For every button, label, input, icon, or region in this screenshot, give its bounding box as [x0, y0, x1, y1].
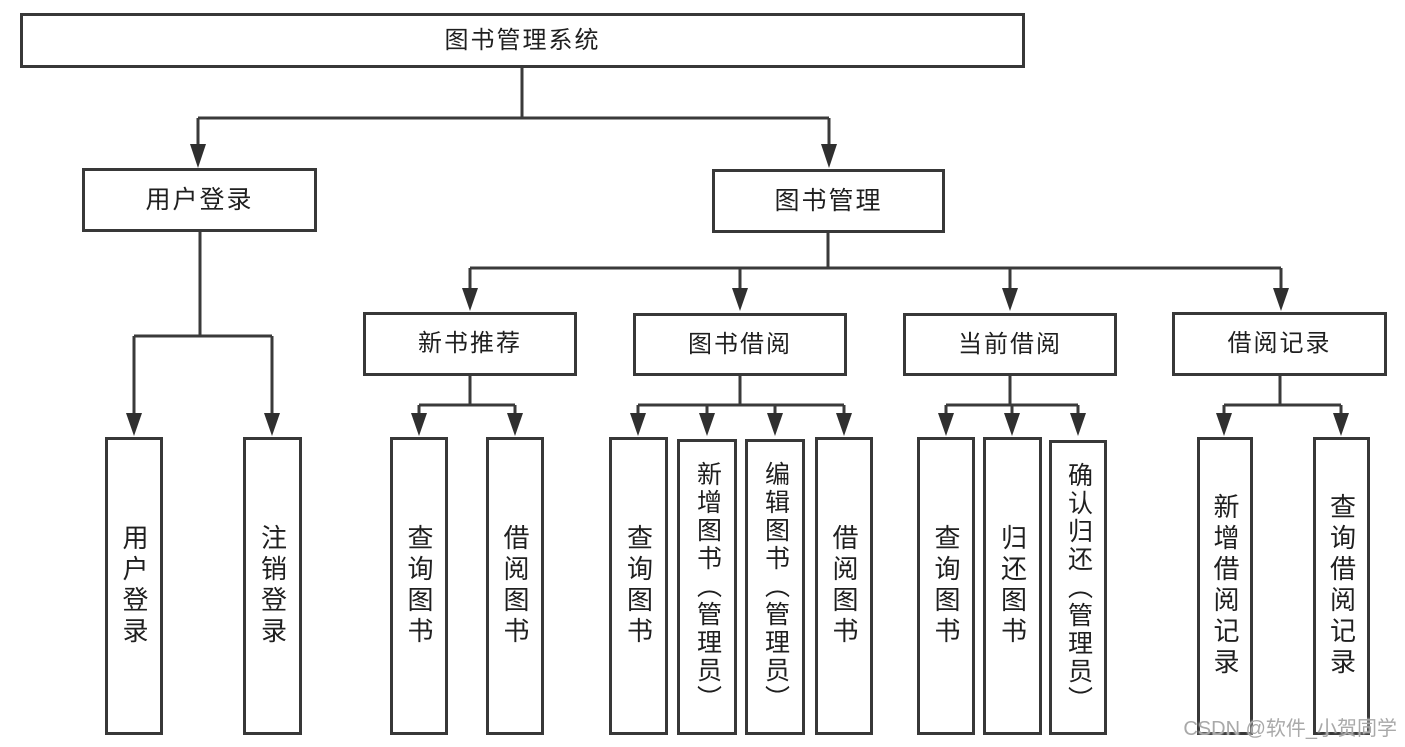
leaf-edit-books-admin: 编辑图书（管理员） [745, 439, 805, 735]
leaf-borrow-books-2-label: 借阅图书 [829, 524, 859, 648]
node-current-borrow: 当前借阅 [903, 313, 1117, 376]
leaf-user-login-label: 用户登录 [119, 524, 149, 648]
node-book-borrow-label: 图书借阅 [688, 330, 792, 358]
leaf-add-books-admin-label: 新增图书（管理员） [693, 461, 722, 713]
leaf-query-borrow-record: 查询借阅记录 [1313, 437, 1370, 735]
leaf-borrow-books-1: 借阅图书 [486, 437, 544, 735]
leaf-query-books-2-label: 查询图书 [623, 524, 654, 648]
leaf-query-books-3: 查询图书 [917, 437, 975, 735]
csdn-watermark: CSDN @软件_小贺同学 [1183, 718, 1397, 740]
node-current-borrow-label: 当前借阅 [958, 330, 1062, 358]
node-library-system: 图书管理系统 [20, 13, 1025, 68]
leaf-user-login: 用户登录 [105, 437, 163, 735]
node-user-login-label: 用户登录 [145, 185, 254, 214]
node-borrow-records-label: 借阅记录 [1227, 330, 1332, 357]
leaf-borrow-books-1-label: 借阅图书 [500, 524, 530, 648]
node-book-management: 图书管理 [712, 169, 945, 233]
leaf-edit-books-admin-label: 编辑图书（管理员） [761, 461, 790, 713]
node-library-system-label: 图书管理系统 [444, 26, 601, 54]
node-book-borrow: 图书借阅 [633, 313, 847, 376]
leaf-return-books-label: 归还图书 [997, 524, 1028, 648]
leaf-confirm-return-admin: 确认归还（管理员） [1049, 440, 1107, 735]
leaf-query-books-1-label: 查询图书 [404, 524, 434, 648]
node-book-management-label: 图书管理 [774, 186, 883, 215]
leaf-logout: 注销登录 [243, 437, 302, 735]
node-borrow-records: 借阅记录 [1172, 312, 1387, 376]
leaf-query-books-3-label: 查询图书 [931, 524, 961, 648]
node-new-book-recommend: 新书推荐 [363, 312, 577, 376]
leaf-logout-label: 注销登录 [257, 524, 288, 648]
leaf-query-borrow-record-label: 查询借阅记录 [1326, 493, 1357, 679]
leaf-confirm-return-admin-label: 确认归还（管理员） [1064, 461, 1093, 714]
node-new-book-recommend-label: 新书推荐 [418, 330, 522, 357]
node-user-login: 用户登录 [82, 168, 317, 232]
leaf-query-books-1: 查询图书 [390, 437, 448, 735]
leaf-add-borrow-record-label: 新增借阅记录 [1210, 493, 1240, 679]
leaf-borrow-books-2: 借阅图书 [815, 437, 873, 735]
leaf-add-borrow-record: 新增借阅记录 [1197, 437, 1253, 735]
leaf-add-books-admin: 新增图书（管理员） [677, 439, 737, 735]
leaf-return-books: 归还图书 [983, 437, 1042, 735]
leaf-query-books-2: 查询图书 [609, 437, 668, 735]
